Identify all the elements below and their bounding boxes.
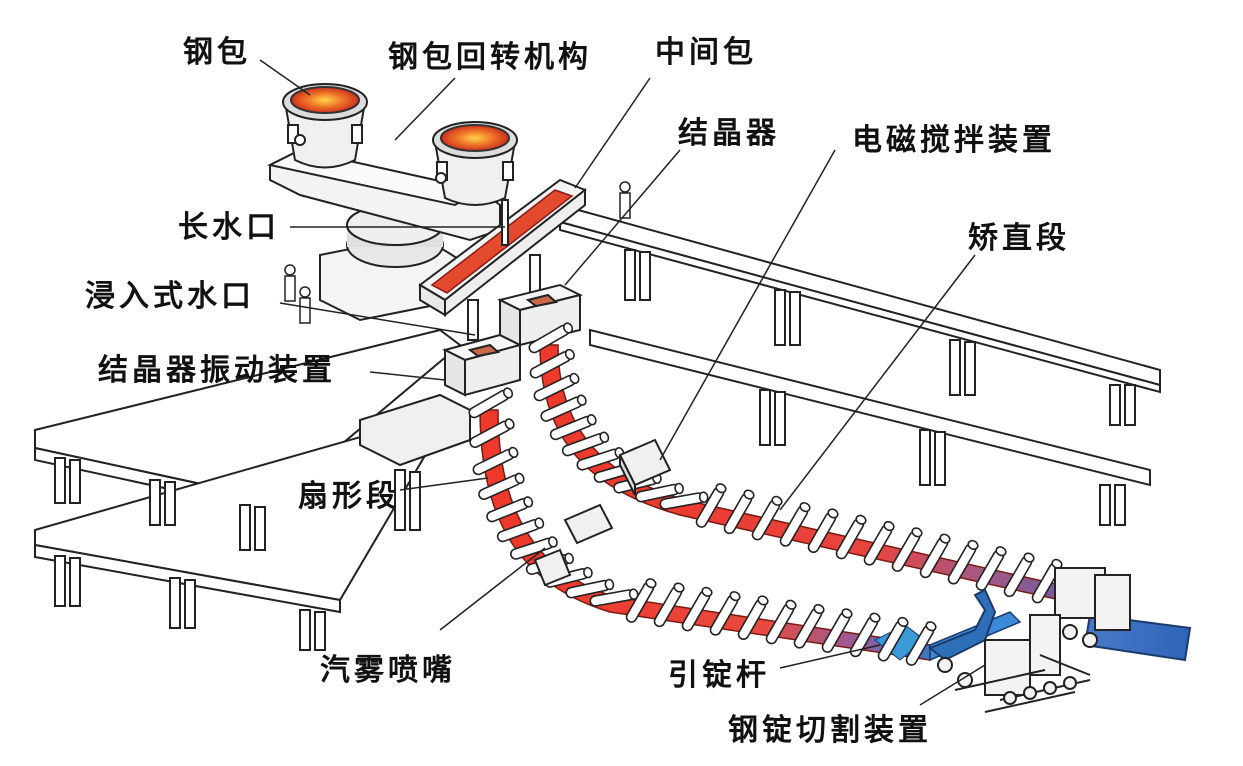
label-sen: 浸入式水口 <box>85 279 255 314</box>
ladle-right <box>433 122 517 205</box>
label-ladle: 钢包 <box>183 35 251 70</box>
label-mold: 结晶器 <box>678 116 780 151</box>
label-straightener: 矫直段 <box>968 221 1070 256</box>
label-dummy-bar: 引锭杆 <box>668 658 770 693</box>
label-ladle-turret: 钢包回转机构 <box>388 40 592 75</box>
label-em-stirrer: 电磁搅拌装置 <box>852 123 1056 158</box>
label-mold-oscillator: 结晶器振动装置 <box>98 353 336 388</box>
label-long-nozzle: 长水口 <box>178 210 280 245</box>
label-segment: 扇形段 <box>298 479 400 514</box>
label-tundish: 中间包 <box>655 35 757 70</box>
label-cutter: 钢锭切割装置 <box>728 713 932 748</box>
label-spray-nozzle: 汽雾喷嘴 <box>320 653 456 688</box>
ladle-left <box>283 84 367 168</box>
